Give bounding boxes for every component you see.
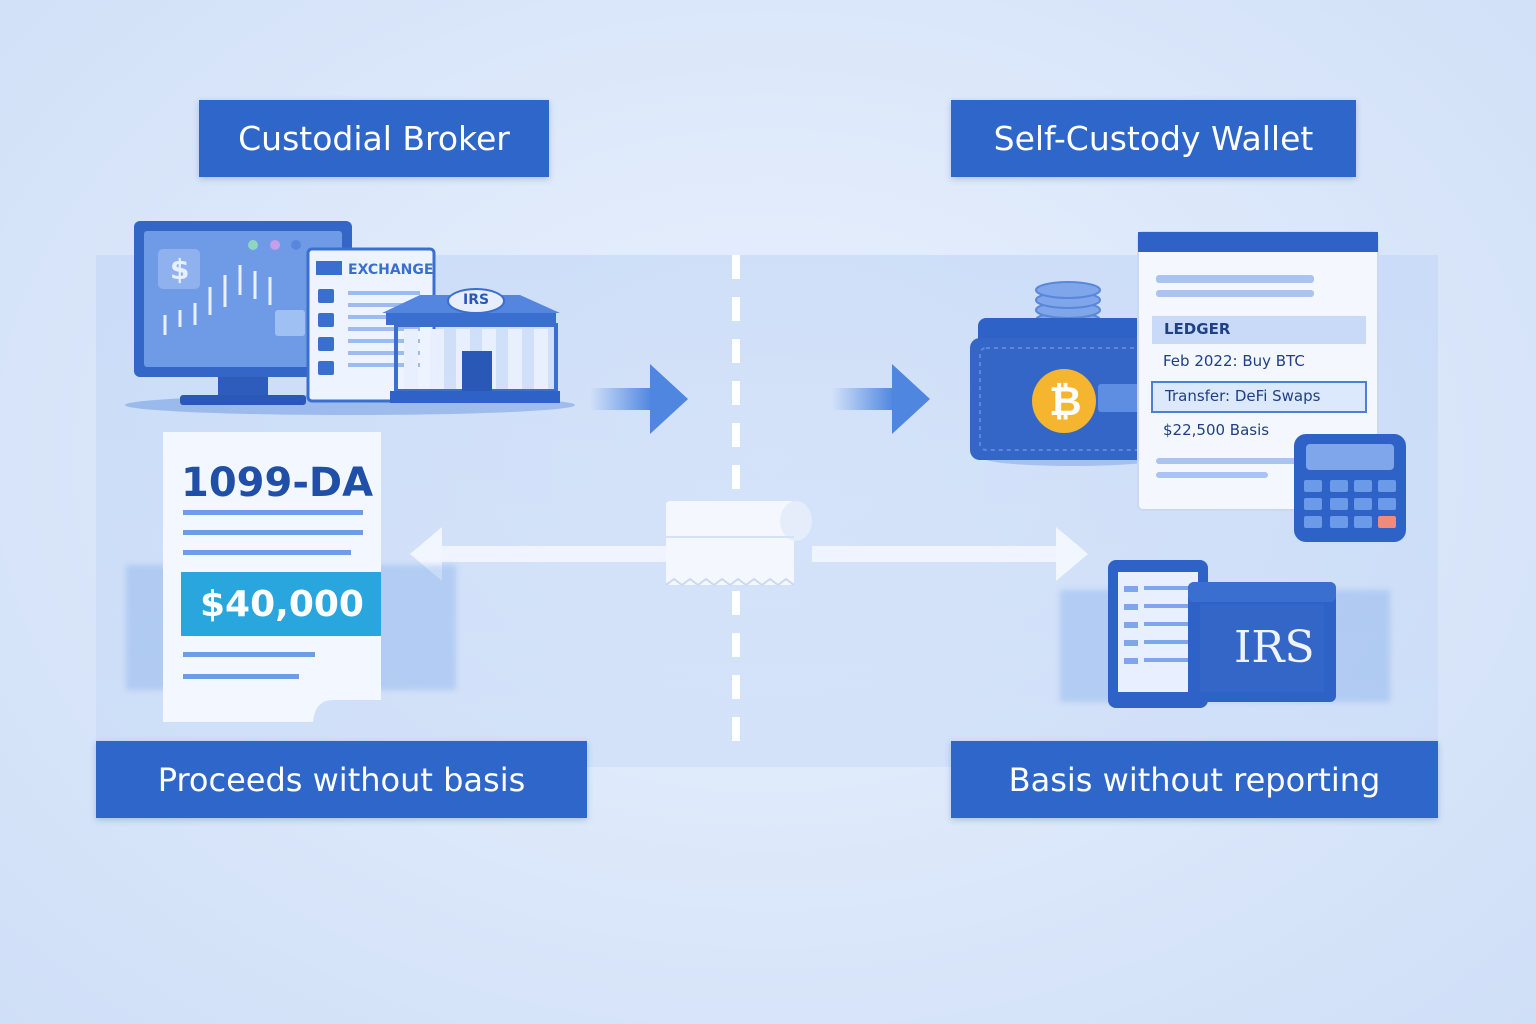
form-title: 1099-DA — [181, 460, 374, 506]
proceeds-without-basis-footer: Proceeds without basis — [96, 741, 587, 818]
calculator-icon — [1294, 434, 1406, 542]
irs-building-icon — [382, 288, 560, 403]
irs-folder-label: IRS — [1234, 622, 1315, 673]
dollar-icon: $ — [170, 253, 190, 286]
bitcoin-icon: ₿ — [1049, 379, 1082, 425]
custodial-broker-header: Custodial Broker — [199, 100, 549, 177]
arrow-right-white — [812, 527, 1088, 581]
ledger-row: Transfer: DeFi Swaps — [1165, 387, 1321, 405]
irs-folder-icon — [1188, 582, 1336, 702]
ledger-row: Feb 2022: Buy BTC — [1163, 352, 1305, 370]
receipt-scroll-icon — [665, 501, 812, 587]
monitor-icon — [134, 221, 352, 405]
exchange-document-icon — [306, 247, 436, 403]
form-1099-da — [163, 432, 381, 722]
irs-building-label: IRS — [463, 292, 490, 308]
arrow-left-white — [410, 527, 670, 581]
form-amount: $40,000 — [200, 584, 364, 625]
arrow-right-left — [590, 364, 688, 434]
exchange-label: EXCHANGE — [348, 262, 434, 278]
arrow-right-center — [832, 364, 930, 434]
ledger-row: $22,500 Basis — [1163, 421, 1270, 439]
ledger-title: LEDGER — [1164, 320, 1231, 338]
tablet-icon — [1108, 560, 1208, 708]
self-custody-wallet-header: Self-Custody Wallet — [951, 100, 1356, 177]
broker-illustration — [125, 221, 575, 415]
wallet-icon — [970, 281, 1158, 466]
basis-without-reporting-footer: Basis without reporting — [951, 741, 1438, 818]
